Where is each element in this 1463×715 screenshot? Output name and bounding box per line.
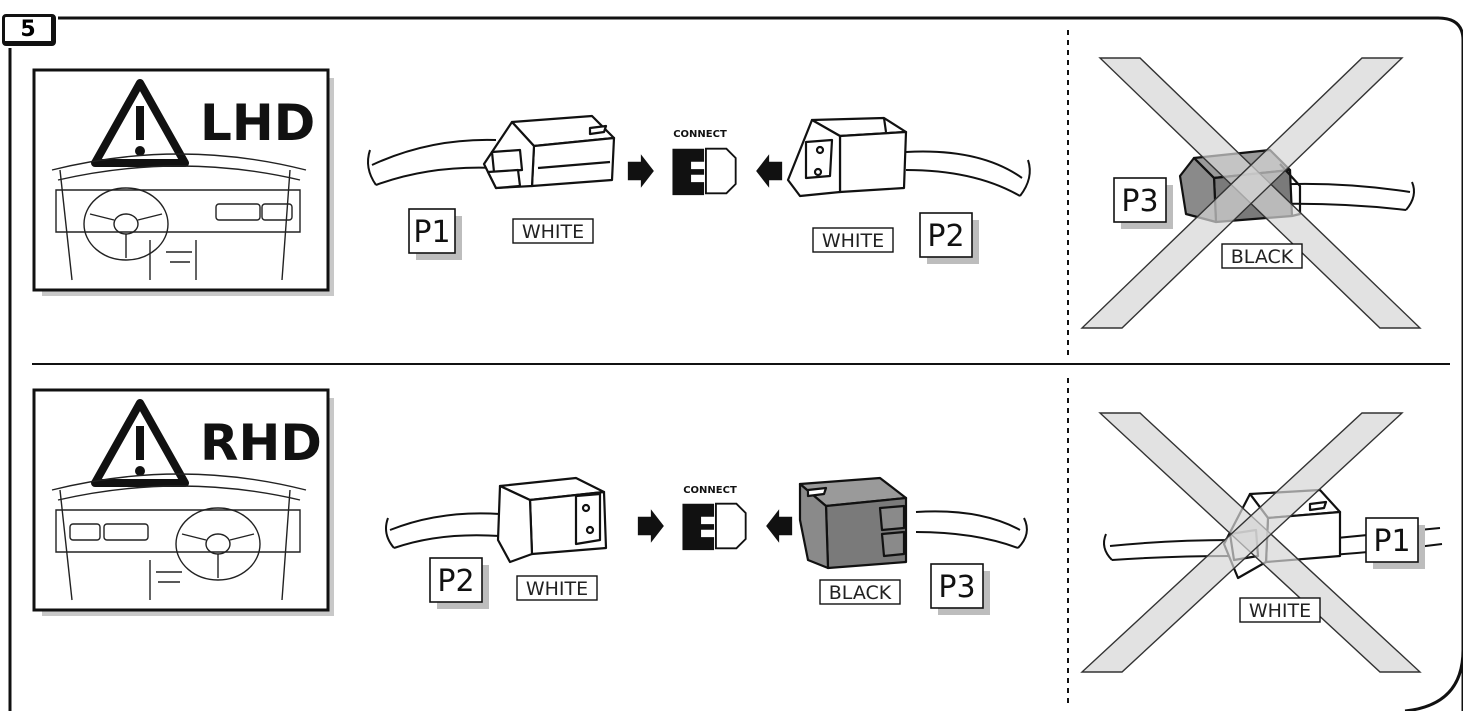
p1-tag-row1: P1 bbox=[408, 208, 462, 260]
p1-tag-wrong-row2: P1 bbox=[1365, 517, 1425, 569]
white-plug-p1 bbox=[482, 114, 616, 190]
white-plug-p2-row2 bbox=[496, 476, 608, 564]
wire-right-row1 bbox=[905, 150, 1031, 197]
white-plug-p2 bbox=[786, 116, 908, 198]
rhd-label: RHD bbox=[200, 414, 322, 472]
black-label-row2-right: BLACK bbox=[819, 579, 901, 605]
cross-mark bbox=[1080, 412, 1422, 673]
white-label-row1-left: WHITE bbox=[512, 218, 594, 244]
cross-mark bbox=[1080, 57, 1422, 329]
p1-label: P1 bbox=[413, 215, 450, 250]
step-number-badge: 5 bbox=[2, 14, 56, 46]
rhd-panel: RHD bbox=[32, 388, 334, 616]
black-label-row1: BLACK bbox=[1221, 243, 1303, 269]
p2-label: P2 bbox=[437, 564, 474, 599]
dashboard-rhd-icon bbox=[51, 473, 307, 601]
black-plug-p3-row2 bbox=[798, 476, 908, 570]
p2-tag-row1: P2 bbox=[919, 212, 979, 264]
p3-tag-wrong-row1: P3 bbox=[1113, 177, 1173, 229]
black-text: BLACK bbox=[829, 582, 892, 604]
p2-label: P2 bbox=[927, 219, 964, 254]
wire-left-row1 bbox=[367, 138, 497, 186]
white-text: WHITE bbox=[522, 221, 584, 243]
dashboard-lhd-icon bbox=[51, 153, 307, 281]
white-label-row1-right: WHITE bbox=[812, 227, 894, 253]
connect-icon bbox=[636, 502, 794, 552]
white-text: WHITE bbox=[822, 230, 884, 252]
p3-tag-row2: P3 bbox=[930, 563, 990, 615]
black-text: BLACK bbox=[1231, 246, 1294, 268]
connect-icon bbox=[626, 147, 784, 197]
connect-label-row1: CONNECT bbox=[673, 129, 727, 140]
p1-label: P1 bbox=[1373, 524, 1410, 559]
white-text: WHITE bbox=[1249, 600, 1311, 622]
lhd-panel: LHD bbox=[32, 68, 334, 296]
connect-label-row2: CONNECT bbox=[683, 485, 737, 496]
white-label-row2-left: WHITE bbox=[516, 575, 598, 601]
white-label-row2-wrong: WHITE bbox=[1239, 597, 1321, 623]
wire-right-row2 bbox=[915, 510, 1028, 549]
wrong-connection-row1: P3 BLACK bbox=[1080, 57, 1422, 329]
lhd-label: LHD bbox=[200, 94, 315, 152]
wrong-connection-row2: P1 WHITE bbox=[1080, 412, 1443, 673]
p3-label: P3 bbox=[938, 570, 975, 605]
p2-tag-row2: P2 bbox=[429, 557, 489, 609]
white-text: WHITE bbox=[526, 578, 588, 600]
wire-left-row2 bbox=[385, 512, 501, 549]
p3-label: P3 bbox=[1121, 184, 1158, 219]
